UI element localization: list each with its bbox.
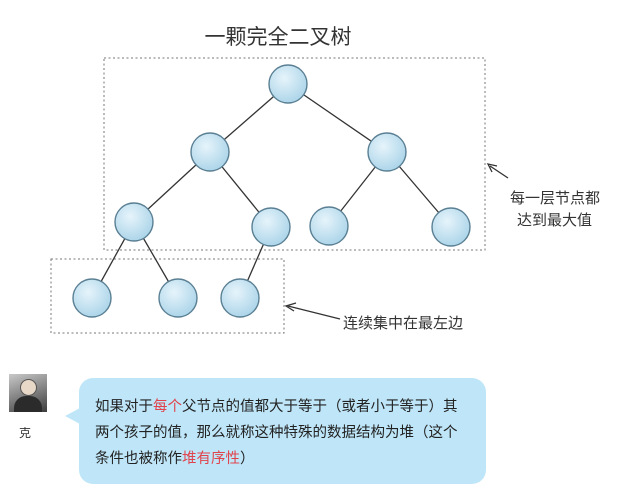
full-levels-box xyxy=(103,57,486,251)
note-top-line1: 每一层节点都 xyxy=(510,189,600,207)
tree-nodes xyxy=(72,64,471,318)
username: 克 xyxy=(19,426,32,440)
bubble-highlight-heap-order: 堆有序性 xyxy=(182,451,240,467)
tree-node xyxy=(190,132,230,172)
tree-node-root xyxy=(268,64,308,104)
binary-tree-diagram: 一颗完全二叉树 每一层节点都 达到最大值 连续集中在最左边 xyxy=(50,25,600,334)
avatar-body-shape xyxy=(14,396,42,412)
edge xyxy=(287,83,388,153)
tree-node xyxy=(251,207,291,247)
arrow-top xyxy=(486,163,509,179)
bubble-text-part2: 父节点的值都大于等于（或者小于等于）其两个孩子的值，那么就称这种特殊的数据结构为… xyxy=(95,399,458,467)
tree-node xyxy=(309,206,349,246)
bubble-text-part1: 如果对于 xyxy=(95,399,153,415)
note-top-line2: 达到最大值 xyxy=(517,211,592,229)
arrow-line xyxy=(287,305,341,320)
arrow-line xyxy=(489,165,509,179)
avatar-head-shape xyxy=(20,379,37,396)
tree-node xyxy=(220,278,260,318)
tree-node xyxy=(158,278,198,318)
tree-node xyxy=(72,278,112,318)
note-bottom: 连续集中在最左边 xyxy=(343,314,463,332)
tree-edges xyxy=(91,83,452,299)
chat-bubble: 如果对于每个父节点的值都大于等于（或者小于等于）其两个孩子的值，那么就称这种特殊… xyxy=(65,378,486,484)
arrow-bottom xyxy=(284,302,341,320)
bubble-text-part3: ） xyxy=(240,451,255,467)
diagram-title: 一颗完全二叉树 xyxy=(205,25,352,49)
user-avatar[interactable] xyxy=(9,374,47,412)
tree-node xyxy=(367,132,407,172)
tree-node xyxy=(114,202,154,242)
bubble-highlight-every: 每个 xyxy=(153,399,182,415)
arrow-head xyxy=(284,302,297,312)
tree-node xyxy=(431,207,471,247)
arrow-head xyxy=(486,163,498,173)
last-level-box xyxy=(50,258,285,334)
